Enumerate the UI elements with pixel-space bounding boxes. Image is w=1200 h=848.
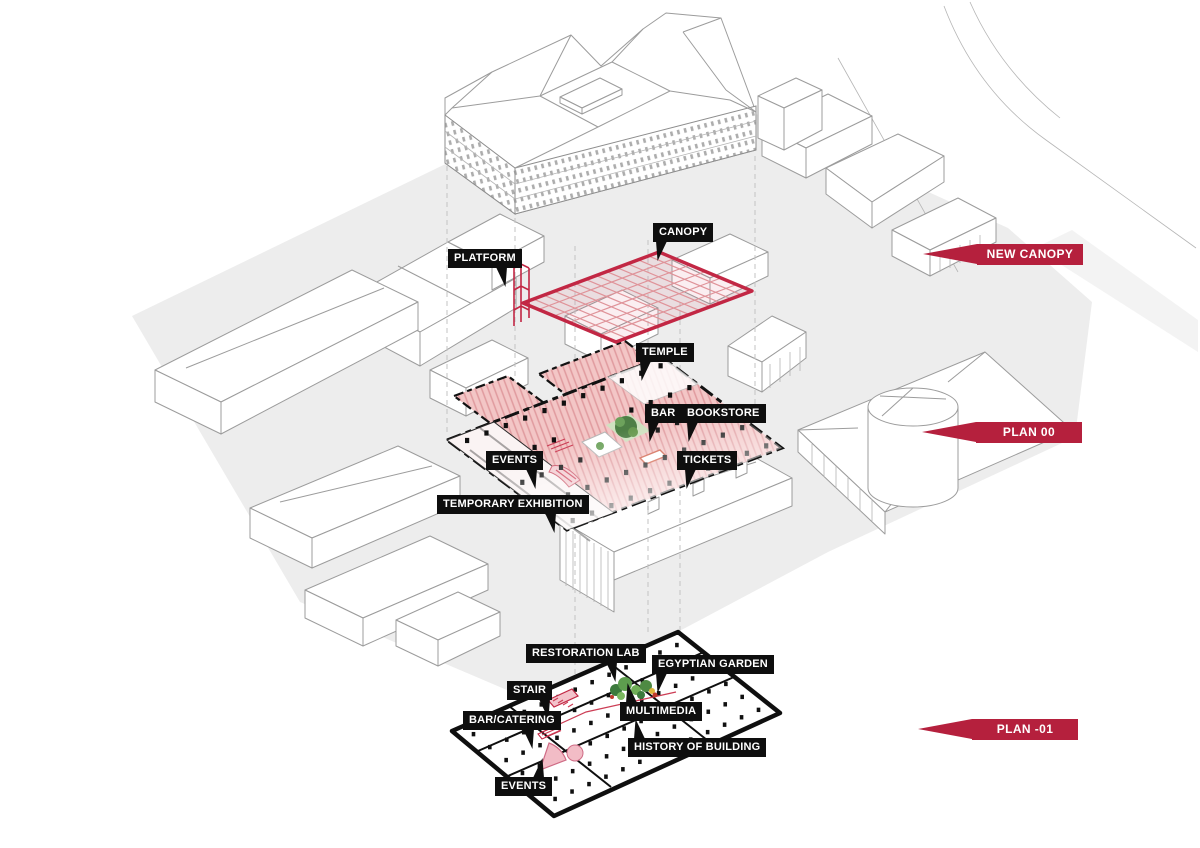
label-pointer [522,729,534,749]
label-pointer [495,267,507,287]
label-events-plan-minus01: EVENTS [495,758,553,796]
label-egyptian-garden: EGYPTIAN GARDEN [652,655,774,693]
label-text: EGYPTIAN GARDEN [658,658,768,670]
label-pointer [544,513,556,533]
label-text: MULTIMEDIA [626,705,697,717]
legend-text: PLAN 00 [1002,425,1056,439]
context-buildings [154,77,997,667]
plan-00-drawing [443,339,786,542]
label-pointer [525,469,537,489]
label-platform: PLATFORM [448,249,522,287]
context-building [304,535,501,667]
label-text: BAR [651,407,676,419]
legend-arrow-new-canopy: NEW CANOPY [923,244,1083,265]
label-text: TEMPLE [642,346,688,358]
context-building [154,269,419,435]
label-pointer [626,683,638,703]
label-temporary-exhibition: TEMPORARY EXHIBITION [437,495,589,533]
label-pointer [656,673,668,693]
legend-text: PLAN -01 [996,722,1054,736]
label-text: CANOPY [659,226,708,238]
label-text: TEMPORARY EXHIBITION [443,498,583,510]
label-text: TICKETS [683,454,732,466]
arrow-tip-icon [922,422,976,442]
legend-text: NEW CANOPY [986,247,1074,261]
context-building [249,445,461,569]
label-pointer [605,662,617,682]
label-tickets: TICKETS [677,451,738,489]
label-bar: BAR [645,404,682,442]
label-pointer [634,719,646,739]
label-text: RESTORATION LAB [532,647,640,659]
canopy-structure [513,250,754,344]
label-temple: TEMPLE [636,343,694,381]
label-pointer [648,422,660,442]
palazzo-building [444,12,757,215]
label-bar-catering: BAR/CATERING [463,711,561,749]
context-building [757,77,997,277]
label-events-plan00: EVENTS [486,451,544,489]
label-text: BOOKSTORE [687,407,760,419]
label-multimedia: MULTIMEDIA [620,683,703,721]
label-bookstore: BOOKSTORE [681,404,766,442]
label-canopy: CANOPY [653,223,714,261]
label-text: EVENTS [492,454,538,466]
label-text: EVENTS [501,780,547,792]
label-history-of-building: HISTORY OF BUILDING [628,719,767,757]
label-text: HISTORY OF BUILDING [634,741,761,753]
label-restoration-lab: RESTORATION LAB [526,644,646,682]
arrow-tip-icon [918,719,972,739]
context-building [727,315,807,393]
label-pointer [687,422,699,442]
arrow-tip-icon [923,244,977,264]
label-pointer [656,241,668,261]
legend-arrow-plan-00: PLAN 00 [922,422,1082,443]
label-text: PLATFORM [454,252,516,264]
legend-arrow-plan-minus-01: PLAN -01 [918,719,1078,740]
label-pointer [640,361,652,381]
label-pointer [538,699,550,719]
label-pointer [532,758,544,778]
label-text: STAIR [513,684,547,696]
label-text: BAR/CATERING [469,714,555,726]
label-stair: STAIR [507,681,553,719]
label-pointer [685,469,697,489]
